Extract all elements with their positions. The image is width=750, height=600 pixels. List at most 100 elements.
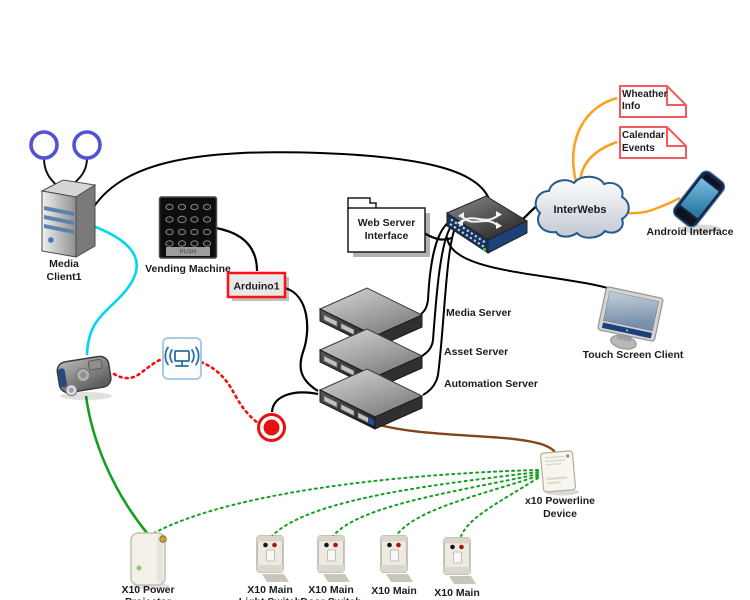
module-rocker bbox=[266, 549, 275, 562]
network-switch-node[interactable] bbox=[445, 195, 529, 254]
x10-power-projector-node[interactable] bbox=[130, 532, 170, 589]
connector-switch-touchscreen bbox=[446, 236, 633, 303]
x10-main-1-label-2: Light Switch bbox=[239, 596, 301, 600]
touch-screen-client-node[interactable] bbox=[595, 286, 664, 354]
vending-body bbox=[158, 196, 218, 259]
module-cap bbox=[318, 536, 344, 542]
connector-switch-mediaserver bbox=[420, 221, 450, 315]
x10-main-2-label-2: Door Switch bbox=[300, 596, 361, 600]
red-endpoint-node[interactable] bbox=[257, 413, 286, 442]
x10-main-light-node[interactable] bbox=[256, 535, 289, 582]
module-dot bbox=[136, 565, 142, 571]
interwebs-label: InterWebs bbox=[554, 204, 607, 216]
module-base bbox=[386, 574, 413, 582]
x10-main-door-node[interactable] bbox=[317, 535, 350, 582]
module-cap bbox=[257, 536, 283, 542]
module-lower bbox=[381, 565, 407, 572]
rack-accent bbox=[368, 417, 374, 426]
x10-main-3-node[interactable] bbox=[380, 535, 413, 582]
module-base bbox=[323, 574, 350, 582]
module-base bbox=[449, 576, 476, 584]
automation-server-node[interactable] bbox=[318, 368, 424, 430]
projector-button-inner bbox=[80, 372, 87, 379]
rack-side bbox=[374, 395, 423, 430]
connector-powerline-x10power bbox=[151, 469, 539, 535]
connector-switch-assetserver bbox=[421, 224, 453, 357]
interwebs-cloud-node[interactable]: InterWebs bbox=[534, 175, 630, 239]
automation-server-label: Automation Server bbox=[444, 378, 538, 390]
media-client-label-2: Client1 bbox=[46, 271, 81, 283]
x10-main-4-node[interactable] bbox=[443, 537, 476, 584]
x10-power-label-2: Projector bbox=[125, 596, 171, 600]
connector-webserver-switch bbox=[423, 232, 453, 241]
module-dot-red bbox=[396, 542, 401, 548]
connector-switch-automationserver bbox=[422, 227, 456, 396]
module-shade bbox=[157, 535, 163, 583]
vending-machine-node[interactable]: PUSH bbox=[158, 196, 218, 259]
powerline-label-1: x10 Powerline bbox=[525, 495, 595, 507]
wheather-info-node[interactable]: Wheather Info bbox=[619, 85, 687, 118]
web-server-interface-node[interactable]: Web Server Interface bbox=[347, 197, 430, 257]
module-lower bbox=[318, 565, 344, 572]
connector-mediaclient-switch bbox=[89, 151, 490, 214]
module-dot-red bbox=[272, 542, 277, 548]
rack-drive-bays bbox=[323, 395, 372, 425]
touch-screen-label: Touch Screen Client bbox=[583, 349, 684, 361]
x10-main-3-label: X10 Main bbox=[371, 585, 417, 597]
monitor-button bbox=[625, 329, 628, 332]
media-server-label: Media Server bbox=[446, 307, 511, 319]
arduino-node[interactable]: Arduino1 bbox=[226, 271, 289, 301]
document-fold bbox=[666, 86, 686, 106]
connector-cloud-wheather bbox=[571, 96, 618, 183]
tower-power-light bbox=[47, 236, 55, 244]
connector-mediaclient-projector bbox=[85, 224, 138, 356]
module-rocker bbox=[327, 549, 336, 562]
calendar-events-node[interactable]: Calendar Events bbox=[619, 126, 687, 159]
android-interface-label: Android Interface bbox=[647, 226, 734, 238]
module-dot-black bbox=[450, 544, 455, 550]
connector-redendpoint-automationserver bbox=[270, 391, 319, 413]
wireless-link-node[interactable] bbox=[162, 337, 202, 380]
node-labels: Media Client1 Vending Machine Media Serv… bbox=[46, 226, 733, 600]
switch-right-panel bbox=[487, 220, 528, 254]
switch-icon bbox=[457, 211, 502, 229]
folder-body bbox=[347, 207, 426, 253]
connector-powerline-x10main4 bbox=[460, 477, 539, 537]
connector-projector-wireless bbox=[112, 357, 164, 380]
phone-screen bbox=[680, 178, 719, 219]
connector-powerline-x10main3 bbox=[395, 475, 539, 537]
x10-powerline-node[interactable] bbox=[540, 450, 579, 496]
module-dot-black bbox=[324, 542, 329, 548]
phone-speaker bbox=[703, 174, 722, 189]
switch-led bbox=[482, 247, 487, 252]
x10-main-4-label: X10 Main bbox=[434, 587, 480, 599]
module-rocker bbox=[453, 551, 462, 564]
connector-automation-powerline bbox=[361, 418, 559, 458]
android-interface-node[interactable] bbox=[671, 168, 728, 234]
module-body bbox=[130, 532, 166, 586]
media-client-label-1: Media bbox=[49, 258, 79, 270]
document-icon bbox=[619, 85, 687, 118]
connector-wireless-redendpoint bbox=[199, 360, 260, 425]
switch-ports bbox=[449, 223, 486, 249]
projector-node[interactable] bbox=[56, 355, 113, 400]
module-dot-black bbox=[387, 542, 392, 548]
arduino-box bbox=[226, 271, 287, 299]
media-client-node[interactable] bbox=[29, 130, 102, 258]
arduino-label: Arduino1 bbox=[233, 281, 279, 293]
wheather-label-2: Info bbox=[622, 101, 640, 112]
red-endpoint-core bbox=[263, 419, 280, 436]
projector-side-band bbox=[57, 368, 67, 388]
projector-lens-inner bbox=[68, 387, 74, 393]
module-dot-red bbox=[459, 544, 464, 550]
powerline-led bbox=[566, 454, 570, 458]
wireless-network-icon bbox=[164, 346, 200, 367]
x10-main-1-label-1: X10 Main bbox=[247, 584, 293, 596]
connector-projector-x10power bbox=[84, 395, 149, 534]
module-lower bbox=[444, 567, 470, 574]
module-dot-black bbox=[263, 542, 268, 548]
vending-push-bar[interactable] bbox=[166, 247, 210, 256]
powerline-label-2: Device bbox=[543, 508, 577, 520]
